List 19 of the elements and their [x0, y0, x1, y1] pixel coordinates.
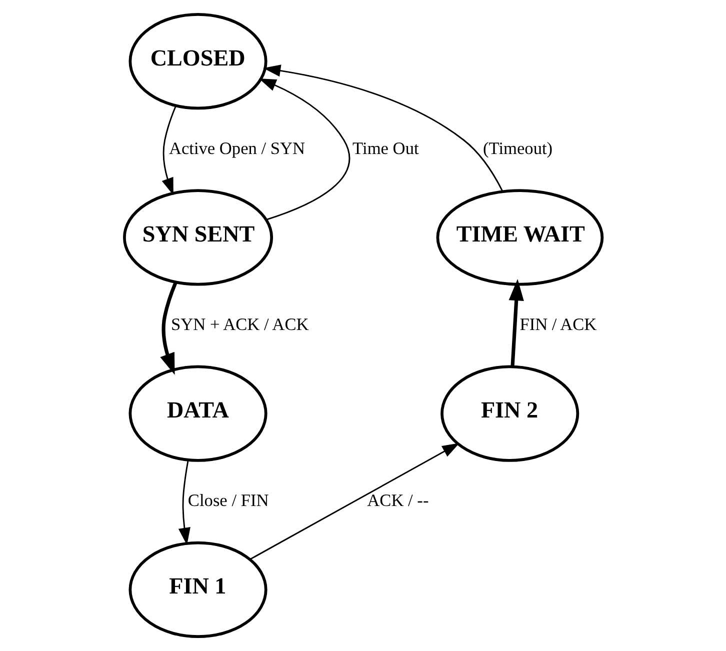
arrow: [250, 442, 460, 560]
edge-label: Time Out: [352, 138, 418, 158]
arrow: [161, 106, 176, 196]
node-ellipse: DATA: [128, 365, 267, 462]
arrow: [160, 282, 177, 375]
node-ellipse: FIN 1: [128, 541, 267, 638]
node-ellipse: TIME WAIT: [436, 189, 604, 286]
arrow: [258, 78, 350, 220]
node-ellipse: SYN SENT: [122, 189, 273, 286]
edge-label: ACK / --: [366, 491, 428, 510]
edge-label: Close / FIN: [187, 491, 268, 510]
edge-label: Active Open / SYN: [168, 138, 305, 158]
arrow: [178, 460, 190, 546]
arrow: [262, 64, 503, 192]
edge-label: (Timeout): [482, 138, 552, 158]
edge-label: FIN / ACK: [519, 314, 596, 334]
node-ellipse: CLOSED: [128, 12, 267, 110]
edge-label: SYN + ACK / ACK: [170, 314, 308, 334]
arrow: [508, 278, 524, 366]
